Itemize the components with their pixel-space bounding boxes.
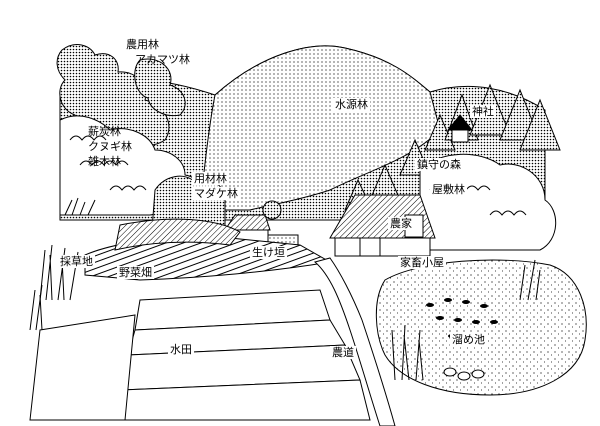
label-paddy-field: 水田 (168, 343, 194, 356)
label-red-pine-forest: アカマツ林 (135, 53, 190, 66)
shrine-building (446, 114, 474, 143)
label-firewood-forest: 薪炭林 (88, 125, 121, 138)
terrace-band (114, 218, 241, 251)
grass-field-tufts (29, 197, 96, 331)
label-shrine: 神社 (470, 105, 496, 118)
pond-edge-stones (443, 367, 485, 381)
farm-road (313, 257, 396, 426)
pond-reeds (391, 259, 541, 381)
label-timber-forest: 用材林 (192, 172, 229, 185)
label-vegetable-field: 野菜畑 (117, 266, 154, 279)
label-hedge: 生け垣 (250, 246, 287, 259)
label-shrine-forest: 鎮守の森 (415, 158, 463, 171)
label-mixed-forest: 雑木林 (88, 155, 121, 168)
mixed-forest-scallops (69, 135, 147, 191)
label-reservoir-pond: 溜め池 (450, 333, 487, 346)
reservoir-pond (375, 259, 587, 396)
label-farm-road: 農道 (330, 346, 356, 359)
label-sawtooth-oak-forest: クヌギ林 (88, 140, 132, 153)
label-bamboo-forest: マダケ林 (192, 187, 240, 200)
label-watershed-forest: 水源林 (333, 98, 370, 111)
label-homestead-forest: 屋敷林 (430, 183, 467, 196)
label-farm-forest: 農用林 (126, 38, 159, 51)
paddy-fields (29, 289, 371, 421)
label-livestock-shed: 家畜小屋 (398, 256, 446, 269)
label-grass-field: 採草地 (58, 255, 95, 268)
homestead-forest (419, 153, 557, 251)
label-farmhouse: 農家 (388, 217, 414, 230)
